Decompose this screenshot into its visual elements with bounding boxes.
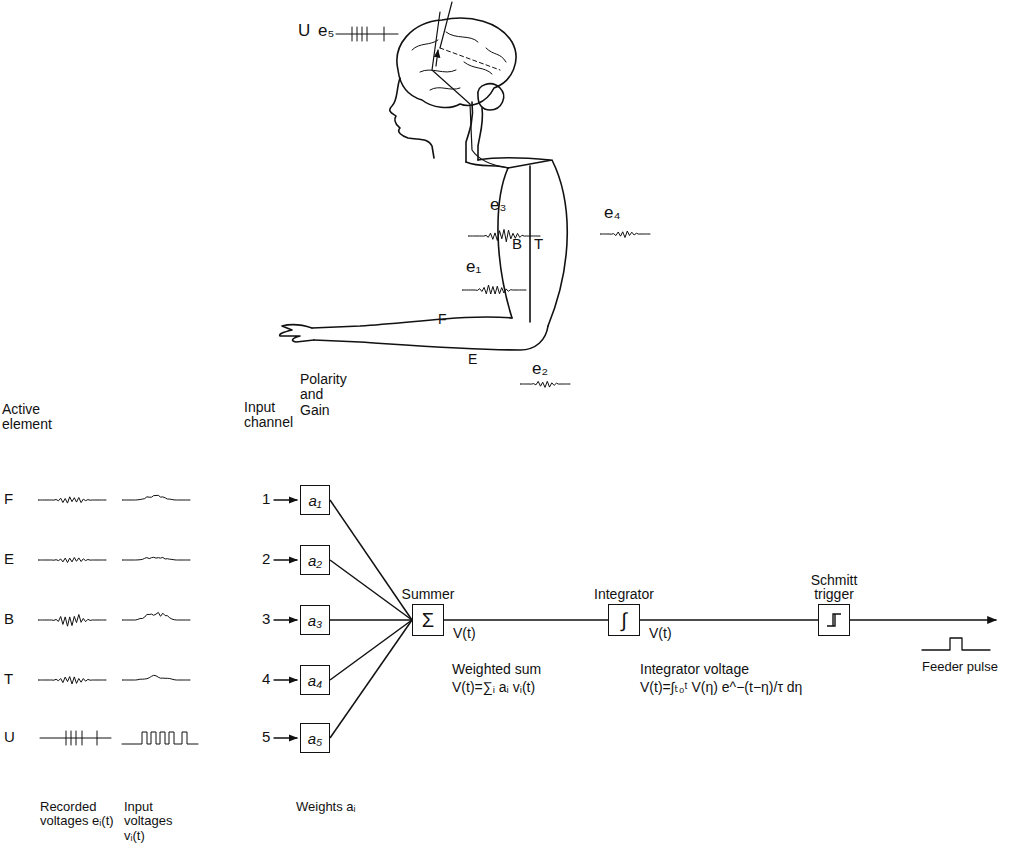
text-label: e₄ — [604, 204, 620, 223]
emg-trace — [122, 612, 190, 620]
hysteresis-symbol — [824, 610, 844, 630]
text-label: 3 — [262, 611, 270, 628]
text-label: U — [298, 22, 310, 41]
forearm — [312, 317, 548, 350]
pulse-train — [122, 732, 198, 744]
weight-box: a₃ — [300, 605, 330, 635]
weight-symbol: a₂ — [308, 553, 322, 568]
text-label: U — [4, 729, 15, 746]
text-label: V(t)=∑ᵢ aᵢ vᵢ(t) — [452, 680, 535, 695]
emg-trace — [122, 495, 190, 500]
text-label: e₂ — [532, 360, 548, 379]
upper-arm — [498, 160, 567, 326]
text-label: e₅ — [318, 22, 334, 41]
text-label: F — [4, 491, 13, 508]
text-label: Polarity and Gain — [300, 372, 356, 418]
text-label: B — [512, 236, 522, 253]
signal-label: V(t) — [452, 626, 477, 641]
emg-trace — [600, 231, 650, 238]
text-label: B — [4, 611, 14, 628]
text-label: Input channel — [244, 400, 308, 431]
output-arrow — [850, 619, 996, 620]
emg-trace — [468, 229, 540, 241]
weight-symbol: a₃ — [308, 613, 322, 628]
cerebellum — [478, 84, 504, 110]
text-label: T — [4, 671, 13, 688]
leader-arrow — [274, 679, 297, 680]
signal-line — [330, 560, 412, 620]
block-heading: Integrator — [579, 587, 669, 602]
signal-line — [330, 500, 412, 620]
hand — [280, 325, 314, 342]
weight-symbol: a₄ — [308, 673, 322, 688]
emg-trace — [520, 381, 570, 387]
leader-arrow — [274, 499, 297, 500]
block-heading: Schmitt trigger — [803, 573, 865, 602]
emg-trace — [38, 558, 106, 563]
signal-label: V(t) — [648, 626, 673, 641]
text-label: Integrator voltage — [640, 662, 749, 677]
leader-arrow — [274, 737, 297, 738]
leader-arrow — [274, 619, 297, 620]
emg-trace — [38, 677, 106, 684]
weight-box: a₅ — [300, 723, 330, 753]
text-label: T — [534, 236, 543, 253]
electrode — [440, 2, 452, 48]
text-label: E — [4, 551, 14, 568]
emg-trace — [38, 497, 106, 503]
text-label: 2 — [262, 551, 270, 568]
spike-train — [40, 731, 111, 745]
text-label: 4 — [262, 671, 270, 688]
text-label: Feeder pulse — [922, 660, 998, 674]
biceps-triceps-divider — [529, 166, 531, 322]
text-label: e₁ — [466, 258, 481, 277]
summer-box: SummerΣ — [412, 604, 444, 636]
head-profile — [390, 78, 434, 158]
text-label: Weights aᵢ — [296, 800, 366, 814]
emg-trace — [122, 675, 190, 680]
signal-line — [330, 619, 412, 621]
emg-trace — [122, 557, 190, 560]
spike-train — [336, 27, 398, 41]
emg-trace — [38, 615, 106, 627]
emg-trace — [462, 285, 526, 294]
text-label: F — [438, 312, 447, 327]
text-label: E — [468, 352, 477, 367]
brain-folds — [412, 32, 506, 90]
text-label: Recorded voltages eᵢ(t) — [40, 800, 124, 829]
leader-arrow — [274, 559, 297, 560]
brain-section — [440, 48, 500, 70]
text-label: e₃ — [490, 196, 506, 215]
text-label: Active element — [2, 402, 74, 433]
signal-line — [444, 619, 608, 621]
text-label: 5 — [262, 729, 270, 746]
signal-line — [640, 619, 818, 621]
weight-box: a₂ — [300, 545, 330, 575]
weight-symbol: a₅ — [308, 731, 322, 746]
text-label: V(t)=∫ₜ₀ᵗ V(η) e^−(t−η)/τ dη — [640, 680, 802, 695]
integrator-box: Integrator∫ — [608, 604, 640, 636]
weight-box: a₄ — [300, 665, 330, 695]
feeder-pulse-trace — [922, 638, 990, 650]
signal-line — [330, 620, 412, 738]
text-label: Input voltages vᵢ(t) — [124, 800, 194, 843]
block-heading: Summer — [383, 587, 473, 602]
text-label: Weighted sum — [452, 662, 541, 677]
signal-line — [330, 620, 412, 680]
block-symbol: ∫ — [621, 610, 626, 630]
text-label: 1 — [262, 491, 270, 508]
weight-box: a₁ — [300, 485, 330, 515]
schmitt-trigger-box: Schmitt trigger — [818, 604, 850, 636]
block-symbol: Σ — [422, 610, 434, 630]
brain-outline — [397, 18, 516, 107]
weight-symbol: a₁ — [308, 493, 321, 508]
